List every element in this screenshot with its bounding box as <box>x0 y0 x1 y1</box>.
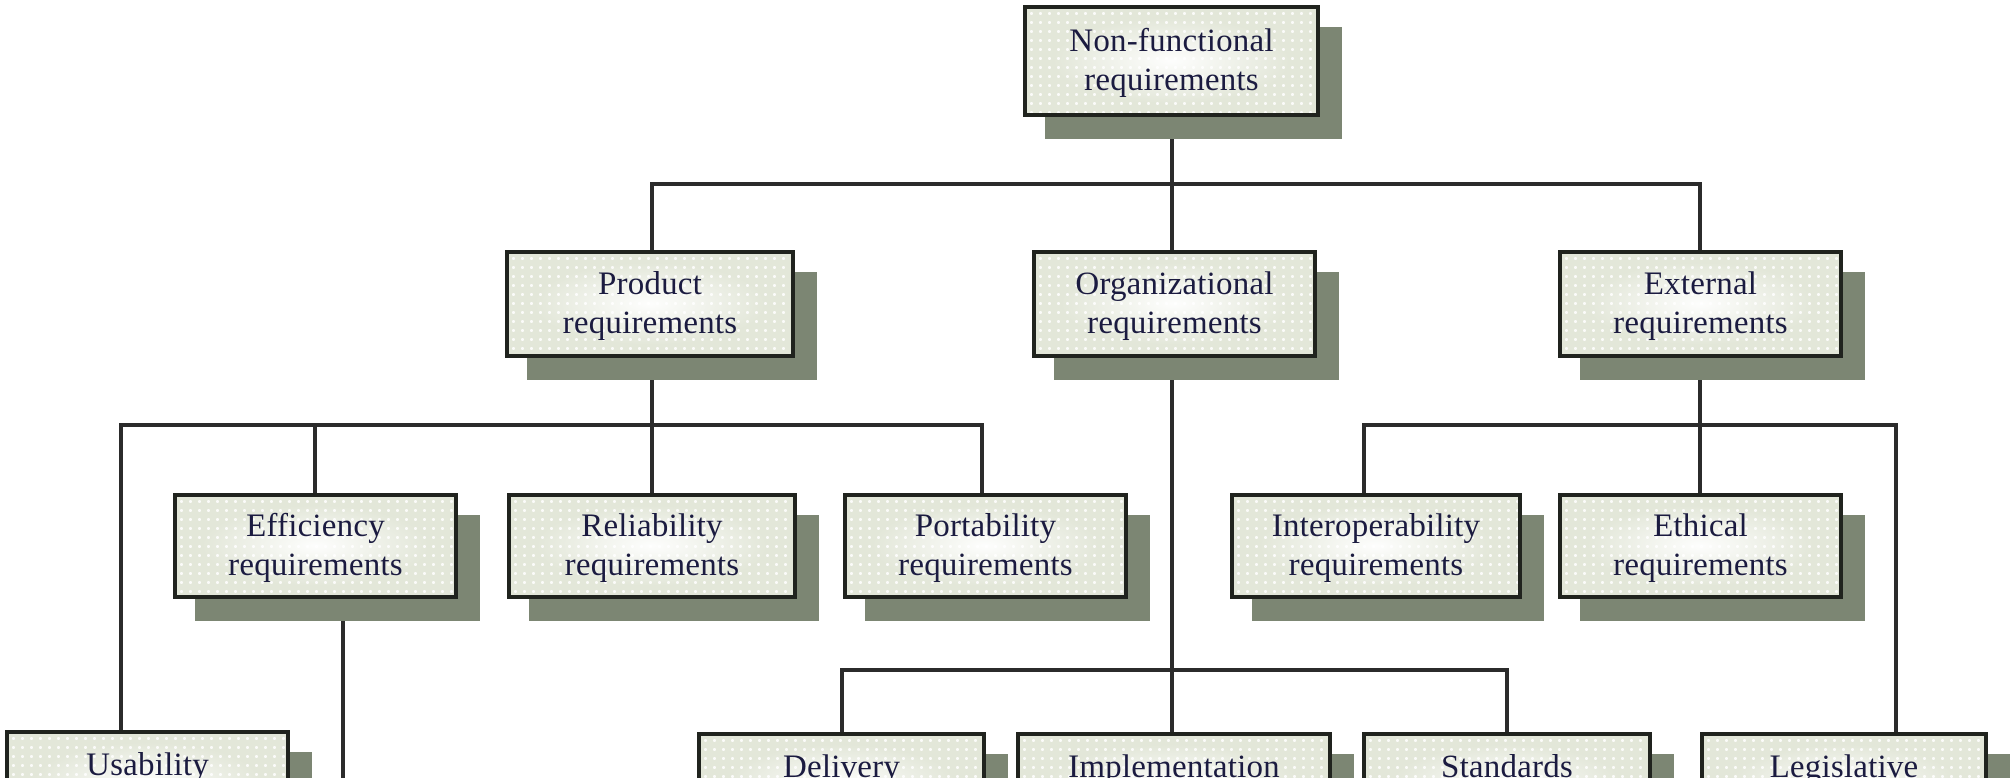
node-label: Ethical requirements <box>1613 508 1788 583</box>
connector-line <box>980 423 984 493</box>
node-legislative-requirements: Legislative <box>1700 732 1988 778</box>
node-label: Interoperability requirements <box>1271 508 1481 583</box>
node-standards-requirements: Standards <box>1362 732 1652 778</box>
node-delivery-requirements: Delivery <box>697 732 986 778</box>
connector-line <box>1362 423 1898 427</box>
node-label: Reliability requirements <box>564 508 740 583</box>
node-label: Standards <box>1441 749 1573 778</box>
node-label: Organizational requirements <box>1075 266 1274 341</box>
connector-line <box>1362 423 1366 493</box>
node-implementation-requirements: Implementation <box>1016 732 1332 778</box>
connector-line <box>313 423 317 493</box>
node-label: Portability requirements <box>898 508 1073 583</box>
connector-line <box>1505 668 1509 732</box>
node-portability-requirements: Portability requirements <box>843 493 1128 599</box>
node-label: Product requirements <box>562 266 738 341</box>
connector-line <box>1698 182 1702 250</box>
node-organizational-requirements: Organizational requirements <box>1032 250 1317 358</box>
node-usability-requirements: Usability <box>5 730 290 778</box>
node-label: Legislative <box>1769 749 1919 778</box>
node-product-requirements: Product requirements <box>505 250 795 358</box>
connector-line <box>341 599 345 778</box>
connector-line <box>1170 117 1174 186</box>
node-ethical-requirements: Ethical requirements <box>1558 493 1843 599</box>
node-efficiency-requirements: Efficiency requirements <box>173 493 458 599</box>
connector-line <box>1170 182 1174 250</box>
node-reliability-requirements: Reliability requirements <box>507 493 797 599</box>
node-non-functional-requirements: Non-functional requirements <box>1023 5 1320 117</box>
connector-line <box>840 668 844 732</box>
connector-line <box>1894 423 1898 732</box>
node-label: Efficiency requirements <box>228 508 403 583</box>
connector-line <box>650 182 1702 186</box>
connector-line <box>1170 358 1174 732</box>
connector-line <box>840 668 1509 672</box>
node-label: Delivery <box>782 749 901 778</box>
connector-line <box>119 423 123 730</box>
node-interoperability-requirements: Interoperability requirements <box>1230 493 1522 599</box>
node-label: Usability <box>86 747 209 778</box>
node-label: Implementation <box>1068 749 1280 778</box>
connector-line <box>119 423 984 427</box>
node-label: External requirements <box>1613 266 1788 341</box>
node-label: Non-functional requirements <box>1069 23 1274 98</box>
node-external-requirements: External requirements <box>1558 250 1843 358</box>
connector-line <box>650 182 654 250</box>
